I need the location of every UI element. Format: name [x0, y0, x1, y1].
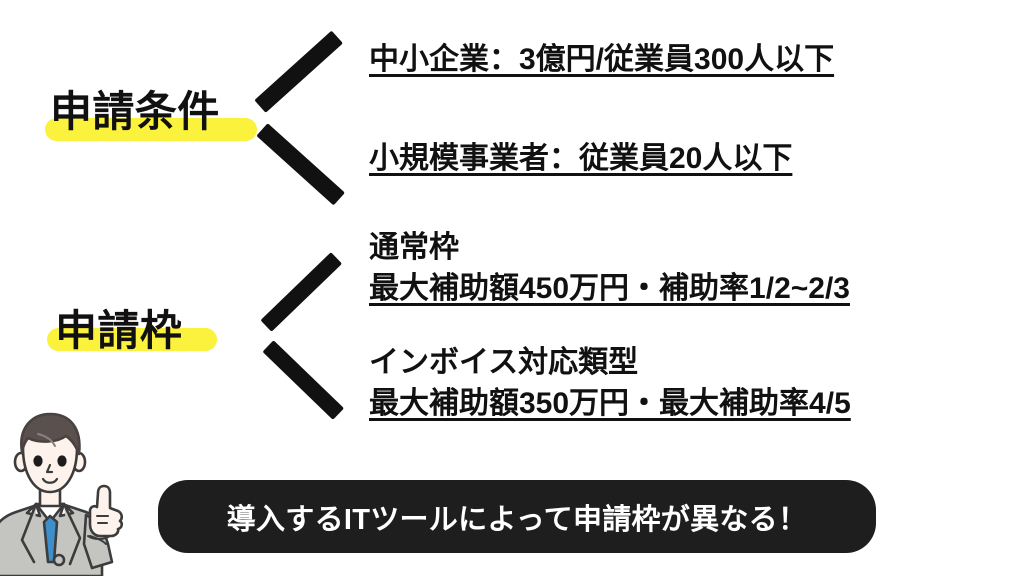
- bracket-upper-bar: [260, 252, 343, 332]
- condition-item-small-business: 小規模事業者：従業員20人以下: [369, 139, 792, 180]
- lapel-left: [20, 502, 38, 564]
- frame-item-invoice: インボイス対応類型 最大補助額350万円・最大補助率4/5: [369, 343, 851, 424]
- condition-item-sme-text: 中小企業：3億円/従業員300人以下: [369, 43, 835, 76]
- section-label-text: 申請条件: [50, 88, 220, 135]
- hair: [20, 412, 81, 456]
- pointing-hand: [88, 484, 124, 538]
- necktie: [42, 514, 59, 564]
- frame-item-normal-detail: 最大補助額450万円・補助率1/2~2/3: [369, 271, 850, 305]
- summary-banner: 導入するITツールによって申請枠が異なる！: [158, 480, 876, 553]
- angle-bracket-left-icon: [254, 30, 362, 206]
- businessman-svg: [0, 412, 124, 576]
- section-label-text: 申請枠: [55, 307, 183, 354]
- nose: [45, 463, 54, 474]
- hair-strand: [37, 433, 56, 447]
- angle-bracket-left-icon: [260, 252, 364, 420]
- frame-item-invoice-title: インボイス対応類型: [369, 346, 639, 379]
- cuff-line: [87, 535, 111, 540]
- condition-item-small-business-text: 小規模事業者：従業員20人以下: [369, 142, 793, 175]
- yellow-marker-highlight: [47, 328, 217, 351]
- lapel-right: [62, 502, 82, 566]
- bracket-lower-bar: [262, 340, 345, 420]
- yellow-marker-highlight: [45, 118, 257, 141]
- bracket-lower-bar: [256, 123, 345, 206]
- mouth: [41, 477, 59, 484]
- frame-item-normal: 通常枠 最大補助額450万円・補助率1/2~2/3: [369, 228, 850, 309]
- bracket-upper-bar: [254, 30, 343, 113]
- condition-item-sme: 中小企業：3億円/従業員300人以下: [369, 40, 834, 81]
- eye-right: [57, 455, 67, 467]
- frame-item-normal-title: 通常枠: [369, 231, 459, 264]
- section-label-application-conditions: 申請条件: [45, 78, 257, 141]
- jacket-button: [52, 553, 66, 567]
- section-label-application-frame: 申請枠: [47, 297, 217, 358]
- businessman-pointing-up-illustration: [0, 412, 160, 576]
- frame-item-invoice-detail: 最大補助額350万円・最大補助率4/5: [369, 386, 851, 420]
- summary-banner-text: 導入するITツールによって申請枠が異なる！: [226, 503, 808, 536]
- eye-left: [33, 455, 43, 467]
